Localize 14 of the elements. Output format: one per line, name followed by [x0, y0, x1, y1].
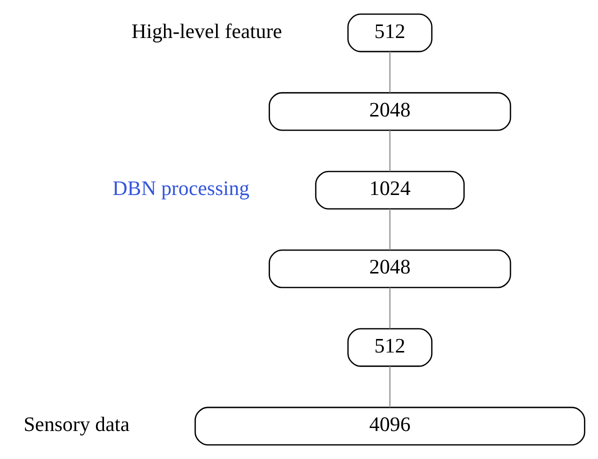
- connector: [389, 130, 391, 172]
- node-box: 4096: [194, 406, 586, 446]
- label: DBN processing: [112, 178, 250, 200]
- label: Sensory data: [24, 414, 130, 436]
- node-box: 2048: [268, 249, 512, 288]
- connector: [389, 366, 391, 408]
- node-box: 512: [347, 328, 432, 367]
- node-box: 2048: [268, 92, 512, 131]
- connector: [389, 288, 391, 329]
- connector: [389, 52, 391, 93]
- node-box: 512: [347, 14, 432, 52]
- node-box: 1024: [315, 170, 465, 210]
- label: High-level feature: [132, 20, 282, 43]
- connector: [389, 209, 391, 250]
